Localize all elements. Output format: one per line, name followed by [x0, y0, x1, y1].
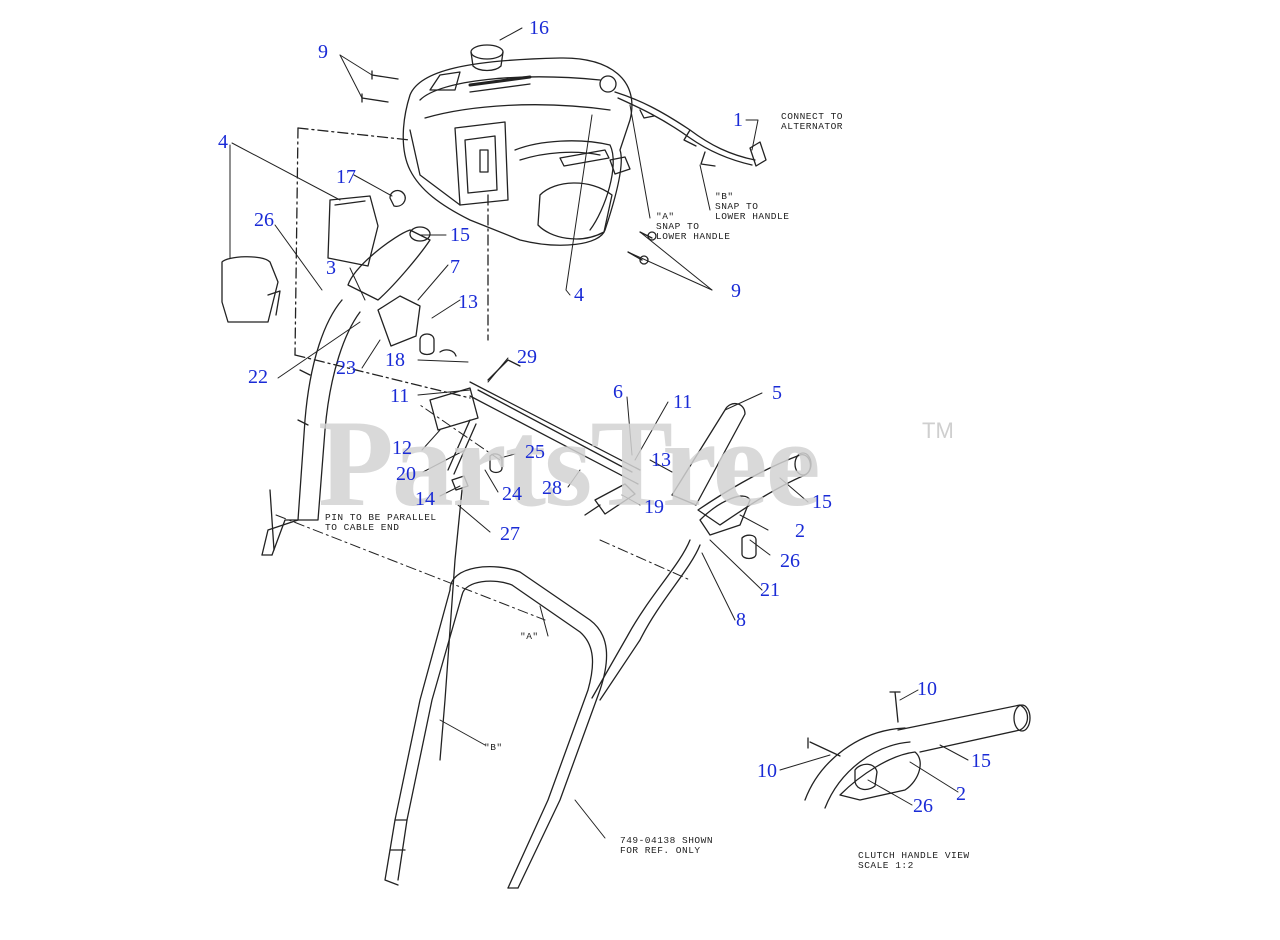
note-shown-for-ref: 749-04138 SHOWN FOR REF. ONLY: [620, 835, 714, 856]
shift-rod: [447, 419, 503, 475]
callout-18[interactable]: 18: [385, 349, 405, 371]
note-snap-a: "A" SNAP TO LOWER HANDLE: [656, 211, 731, 242]
callout-12[interactable]: 12: [392, 437, 412, 459]
note-mark-b: "B": [484, 742, 503, 753]
callout-3[interactable]: 3: [326, 257, 336, 279]
note-clutch-handle-view: CLUTCH HANDLE VIEW SCALE 1:2: [858, 850, 970, 871]
callout-4[interactable]: 4: [574, 284, 584, 306]
callout-1[interactable]: 1: [733, 109, 743, 131]
leader-lines: [275, 404, 691, 621]
choke-knob: [470, 44, 504, 72]
callout-8[interactable]: 8: [736, 609, 746, 631]
callout-leaders: [229, 27, 969, 839]
callout-9[interactable]: 9: [318, 41, 328, 63]
note-snap-b: "B" SNAP TO LOWER HANDLE: [715, 191, 790, 222]
left-upper-handle: [261, 299, 361, 556]
lower-handle: [384, 539, 701, 889]
callout-11[interactable]: 11: [673, 391, 693, 413]
callout-20[interactable]: 20: [396, 463, 416, 485]
callout-16[interactable]: 16: [529, 17, 549, 39]
dash-panel: [402, 57, 633, 246]
note-mark-a: "A": [520, 631, 539, 642]
callout-13[interactable]: 13: [651, 449, 671, 471]
callout-13[interactable]: 13: [458, 291, 478, 313]
callout-2[interactable]: 2: [795, 520, 805, 542]
callout-9[interactable]: 9: [731, 280, 741, 302]
control-cable: [439, 475, 469, 761]
callout-11[interactable]: 11: [390, 385, 410, 407]
wire-harness: [599, 75, 767, 167]
callout-28[interactable]: 28: [542, 477, 562, 499]
assembly-outline: [294, 127, 489, 399]
callout-10[interactable]: 10: [917, 678, 937, 700]
callout-6[interactable]: 6: [613, 381, 623, 403]
callout-19[interactable]: 19: [644, 496, 664, 518]
left-bracket: [377, 295, 457, 357]
callout-10[interactable]: 10: [757, 760, 777, 782]
callout-15[interactable]: 15: [971, 750, 991, 772]
note-pin-parallel: PIN TO BE PARALLEL TO CABLE END: [325, 512, 437, 533]
callout-25[interactable]: 25: [525, 441, 545, 463]
callout-23[interactable]: 23: [336, 357, 356, 379]
callout-2[interactable]: 2: [956, 783, 966, 805]
callout-26[interactable]: 26: [913, 795, 933, 817]
callout-15[interactable]: 15: [812, 491, 832, 513]
callout-22[interactable]: 22: [248, 366, 268, 388]
mid-cover: [327, 195, 379, 267]
cross-bar: [429, 359, 641, 516]
screws-top: [361, 70, 399, 103]
trademark-symbol: TM: [922, 418, 954, 443]
callout-24[interactable]: 24: [502, 483, 522, 505]
callout-26[interactable]: 26: [780, 550, 800, 572]
callout-29[interactable]: 29: [517, 346, 537, 368]
callout-26[interactable]: 26: [254, 209, 274, 231]
clutch-handle-view: [804, 691, 1031, 809]
callout-21[interactable]: 21: [760, 579, 780, 601]
ignition-key: [389, 189, 406, 207]
screws-bottom: [627, 231, 657, 265]
callout-7[interactable]: 7: [450, 256, 460, 278]
left-cover: [221, 256, 281, 323]
callout-27[interactable]: 27: [500, 523, 520, 545]
callout-4[interactable]: 4: [218, 131, 228, 153]
note-connect-alternator: CONNECT TO ALTERNATOR: [781, 111, 844, 132]
watermark-text: PartsTree: [318, 395, 821, 532]
callout-5[interactable]: 5: [772, 382, 782, 404]
callout-15[interactable]: 15: [450, 224, 470, 246]
callout-14[interactable]: 14: [415, 488, 435, 510]
callout-17[interactable]: 17: [336, 166, 356, 188]
